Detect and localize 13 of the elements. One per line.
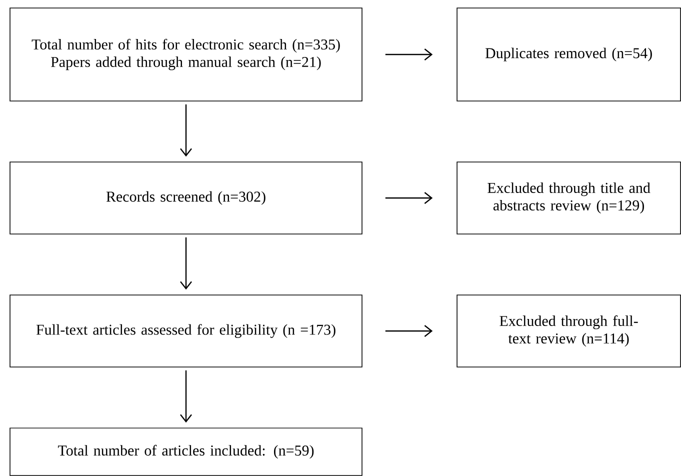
process-box: Total number of hits for electronic search (n=335) Papers added through manual search (n=21): [10, 8, 362, 102]
arrow: [180, 370, 192, 423]
arrow: [385, 48, 433, 60]
process-box: Records screened (n=302): [10, 162, 362, 234]
arrow: [385, 325, 433, 337]
process-box: Total number of articles included: (n=59): [10, 428, 362, 476]
arrow: [180, 237, 192, 290]
arrow: [180, 104, 192, 157]
process-box: Full-text articles assessed for eligibility (n =173): [10, 294, 362, 368]
process-box: Duplicates removed (n=54): [456, 8, 681, 102]
arrow: [385, 192, 433, 204]
process-box: Excluded through full-text review (n=114): [456, 294, 681, 368]
process-box: Excluded through title and abstracts review (n=129): [456, 162, 681, 234]
